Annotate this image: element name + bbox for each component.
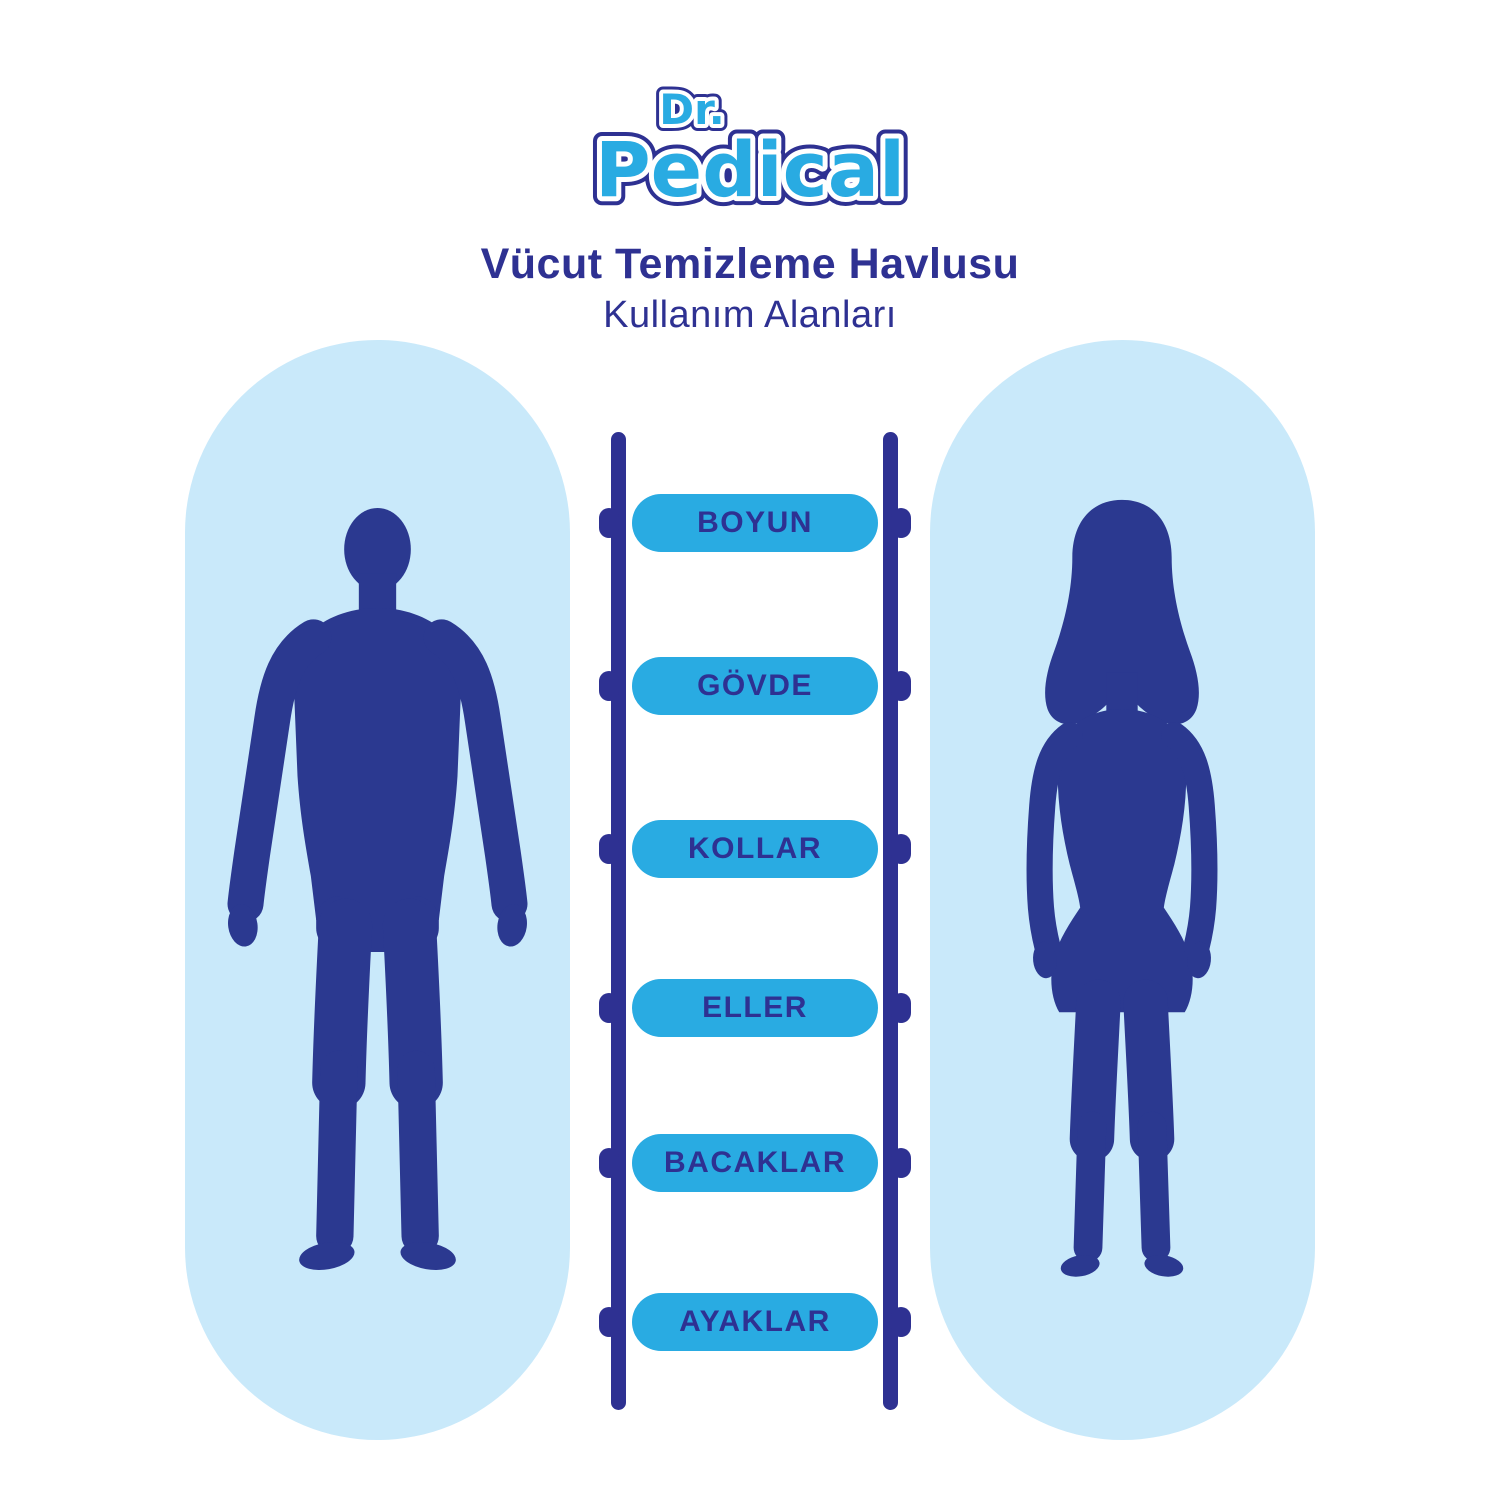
body-area-row-boyun: BOYUN xyxy=(599,494,911,552)
logo-name-text: Pedical xyxy=(595,125,905,214)
body-area-label: ELLER xyxy=(702,991,808,1024)
page-subtitle: Kullanım Alanları xyxy=(603,294,897,336)
body-area-row-eller: ELLER xyxy=(599,979,911,1037)
logo-name-outline: Pedical xyxy=(595,125,905,214)
body-area-row-ayaklar: AYAKLAR xyxy=(599,1293,911,1351)
body-area-label: KOLLAR xyxy=(688,832,822,865)
body-area-label: BOYUN xyxy=(697,506,813,539)
connector-nub-icon xyxy=(599,671,619,701)
connector-nub-icon xyxy=(599,1148,619,1178)
body-area-pill-govde: GÖVDE xyxy=(632,657,878,715)
body-area-label: AYAKLAR xyxy=(679,1305,831,1338)
female-silhouette-icon xyxy=(1026,499,1218,1277)
connector-nub-icon xyxy=(599,508,619,538)
logo-dr-outline: Dr. xyxy=(659,85,725,134)
connector-nub-icon xyxy=(891,993,911,1023)
body-area-label: GÖVDE xyxy=(697,669,813,702)
body-area-pill-ayaklar: AYAKLAR xyxy=(632,1293,878,1351)
body-area-pill-boyun: BOYUN xyxy=(632,494,878,552)
connector-nub-icon xyxy=(599,834,619,864)
body-area-label: BACAKLAR xyxy=(664,1146,846,1179)
male-silhouette-icon xyxy=(227,508,528,1271)
connector-nub-icon xyxy=(891,834,911,864)
body-area-pill-bacaklar: BACAKLAR xyxy=(632,1134,878,1192)
logo-name-halo: Pedical xyxy=(595,125,905,214)
body-area-row-kollar: KOLLAR xyxy=(599,820,911,878)
body-area-pill-eller: ELLER xyxy=(632,979,878,1037)
body-area-pill-kollar: KOLLAR xyxy=(632,820,878,878)
connector-nub-icon xyxy=(891,1148,911,1178)
logo-dr-halo: Dr. xyxy=(659,85,725,134)
brand-logo: Dr. Dr. Dr. Pedical Pedical Pedical xyxy=(586,78,914,223)
body-area-row-bacaklar: BACAKLAR xyxy=(599,1134,911,1192)
page-title: Vücut Temizleme Havlusu xyxy=(480,240,1020,288)
ladder-right-rail xyxy=(883,432,898,1410)
connector-nub-icon xyxy=(891,1307,911,1337)
ladder-left-rail xyxy=(611,432,626,1410)
connector-nub-icon xyxy=(599,993,619,1023)
connector-nub-icon xyxy=(599,1307,619,1337)
body-area-row-govde: GÖVDE xyxy=(599,657,911,715)
logo-dr-text: Dr. xyxy=(659,85,725,134)
connector-nub-icon xyxy=(891,671,911,701)
connector-nub-icon xyxy=(891,508,911,538)
